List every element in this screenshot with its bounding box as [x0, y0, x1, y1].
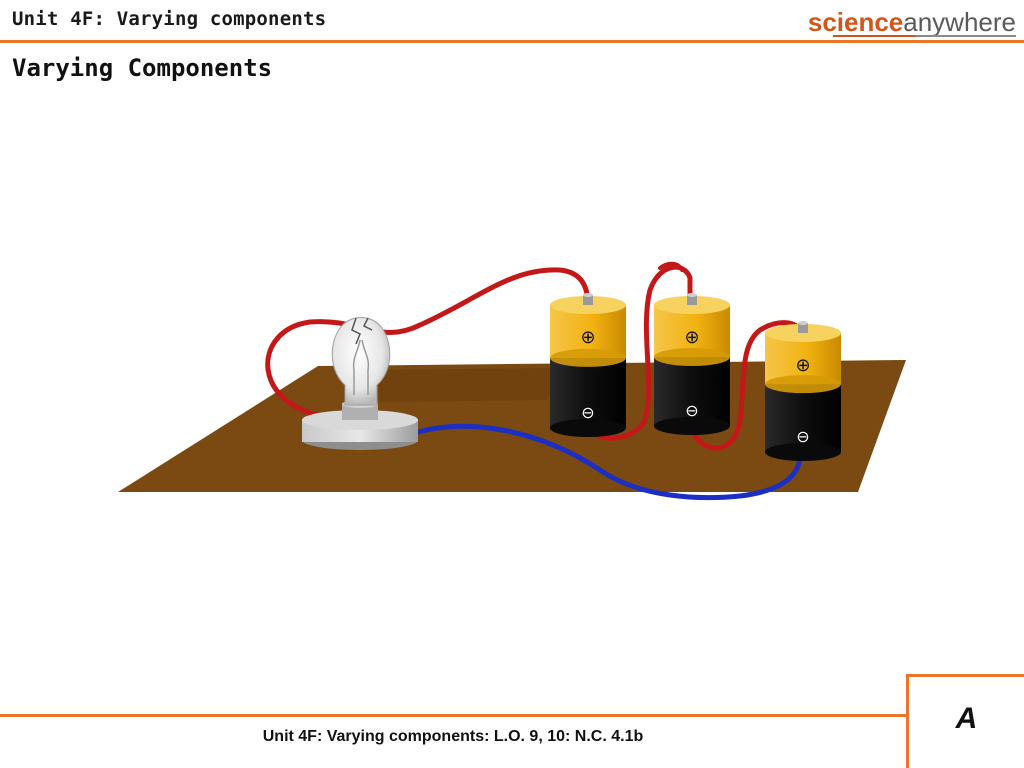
red-wire-bulb-to-battery — [265, 267, 591, 421]
battery-1-negative-symbol: ⊖ — [581, 403, 594, 422]
header-title: Unit 4F: Varying components — [12, 8, 327, 30]
bulb-holder — [302, 400, 418, 450]
battery-2-negative-symbol: ⊖ — [685, 401, 698, 420]
logo-science-text: science — [807, 7, 904, 37]
corner-label-box: A — [906, 674, 1024, 768]
battery-2-positive-symbol: ⊕ — [684, 327, 699, 348]
battery-1: ⊕⊖ — [550, 293, 626, 437]
battery-1-positive-symbol: ⊕ — [580, 327, 595, 348]
logo-underline — [833, 35, 1016, 37]
slide-heading: Varying Components — [12, 54, 273, 82]
bulb-crack — [351, 317, 373, 345]
battery-2: ⊕⊖ — [654, 293, 730, 435]
red-wire-battery1-to-battery2 — [585, 264, 693, 441]
battery-3-negative-symbol: ⊖ — [796, 427, 809, 446]
logo-anywhere-text: anywhere — [903, 7, 1016, 37]
header-divider — [0, 40, 1024, 43]
footer-text: Unit 4F: Varying components: L.O. 9, 10:… — [262, 728, 644, 745]
corner-label: A — [955, 701, 978, 735]
blue-wire — [415, 423, 803, 501]
battery-3: ⊕⊖ — [765, 321, 841, 461]
red-wire-battery2-to-battery3 — [687, 320, 803, 451]
battery-3-positive-symbol: ⊕ — [795, 355, 810, 376]
light-bulb — [331, 317, 391, 406]
footer-divider — [0, 714, 906, 717]
board-shadow — [360, 368, 560, 402]
red-wire-top-stub — [658, 261, 684, 272]
